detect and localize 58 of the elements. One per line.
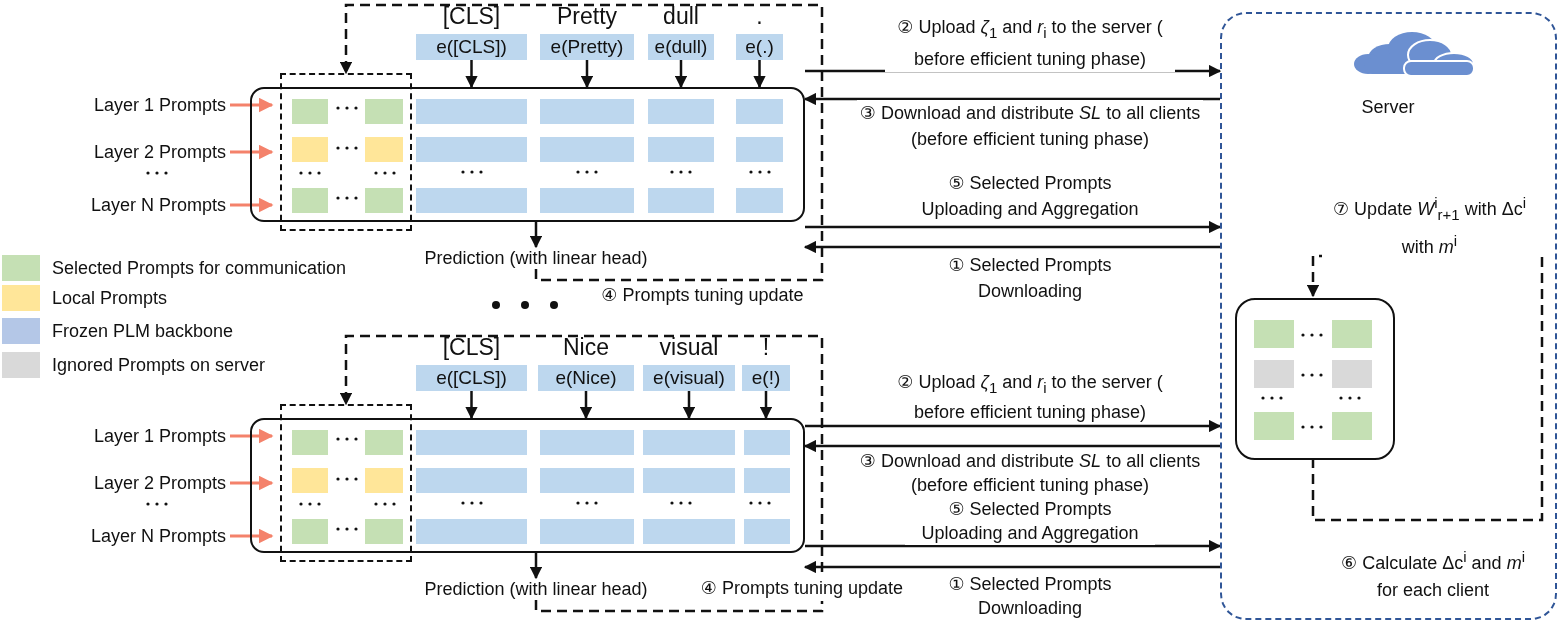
edge-label: ③ Download and distribute SL to all clients (before efficient tuning phase) (857, 100, 1203, 152)
arrow (580, 60, 594, 89)
legend-label: Frozen PLM backbone (52, 320, 234, 342)
arrow (529, 222, 543, 249)
embedding-box: e(!) (742, 365, 790, 391)
legend-label: Selected Prompts for communication (52, 257, 347, 279)
arrow (230, 428, 274, 444)
token-label: Pretty (555, 3, 619, 29)
arrow (529, 553, 543, 580)
model-box (250, 87, 805, 222)
arrow (465, 391, 478, 420)
dashed-arrow (339, 334, 824, 613)
arrow (230, 97, 274, 113)
arrow (682, 391, 696, 420)
layer-label: Layer N Prompts (40, 194, 226, 216)
token-label: . (755, 3, 764, 29)
layer-label: Layer 2 Prompts (40, 141, 226, 163)
arrow (759, 391, 773, 420)
server-prompt-box (1235, 298, 1395, 460)
arrow (230, 528, 274, 544)
layer-label: Layer 2 Prompts (40, 472, 226, 494)
arrow (674, 60, 688, 89)
arrow (803, 92, 1220, 106)
legend-label: Ignored Prompts on server (52, 354, 266, 376)
token-label: [CLS] (441, 334, 502, 360)
token-label: dull (662, 3, 700, 29)
arrow (805, 539, 1222, 553)
embedding-box: e([CLS]) (416, 365, 527, 391)
token-label: Nice (562, 334, 610, 360)
embedding-box: e(visual) (643, 365, 735, 391)
arrow (230, 144, 274, 160)
dashed-arrow (339, 3, 824, 282)
arrow (753, 60, 766, 89)
arrow (579, 391, 593, 420)
arrow (803, 240, 1220, 254)
embedding-box: e(Nice) (538, 365, 634, 391)
token-label: ! (761, 334, 771, 360)
legend-label: Local Prompts (52, 287, 168, 309)
embedding-box: e(.) (736, 34, 783, 60)
arrow (230, 197, 274, 213)
layer-label: Layer 1 Prompts (40, 94, 226, 116)
arrow (230, 475, 274, 491)
arrow (805, 419, 1222, 433)
server-label: Server (1360, 96, 1416, 118)
arrow (465, 60, 478, 89)
token-label: [CLS] (441, 3, 502, 29)
layer-label: Layer N Prompts (40, 525, 226, 547)
embedding-box: e([CLS]) (416, 34, 527, 60)
arrow (803, 439, 1220, 453)
token-label: visual (658, 334, 720, 360)
embedding-box: e(Pretty) (540, 34, 634, 60)
arrow (805, 220, 1222, 234)
model-box (250, 418, 805, 553)
layer-label: Layer 1 Prompts (40, 425, 226, 447)
arrow (803, 560, 1220, 574)
prediction-label: Prediction (with linear head) (405, 247, 667, 269)
prediction-label: Prediction (with linear head) (405, 578, 667, 600)
embedding-box: e(dull) (648, 34, 714, 60)
